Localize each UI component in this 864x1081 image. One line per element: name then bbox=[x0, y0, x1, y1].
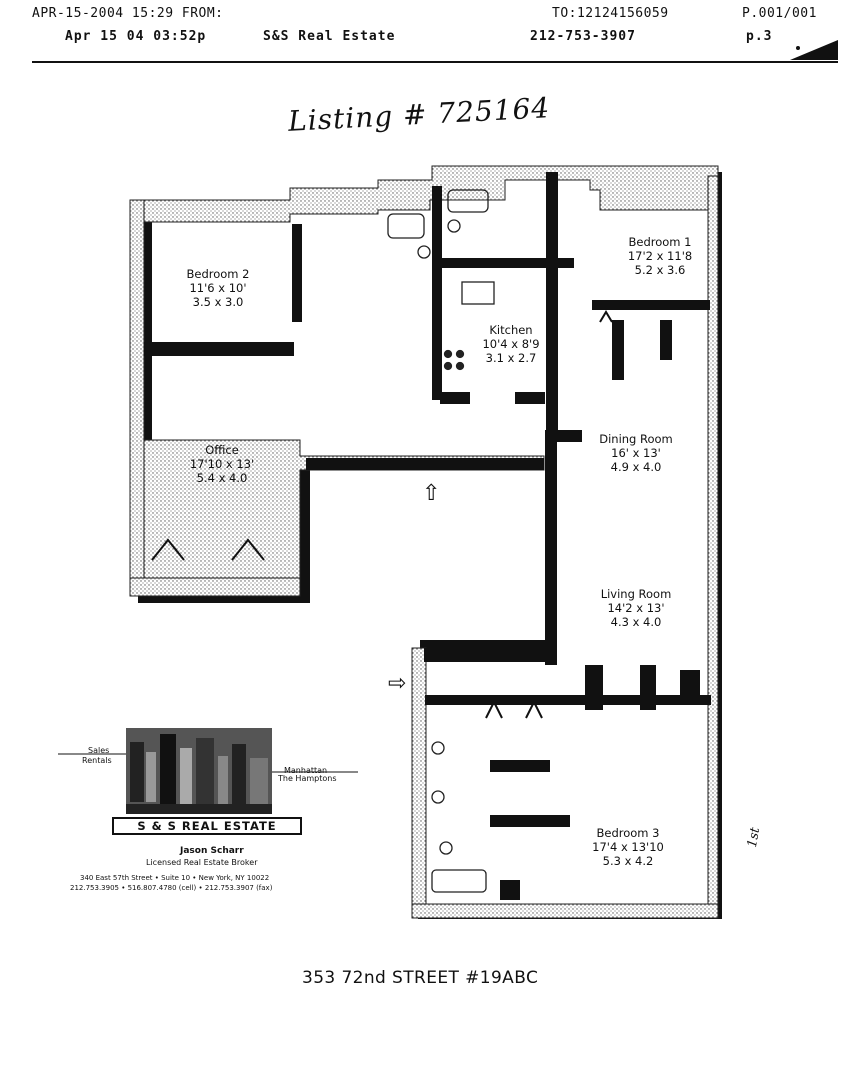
fax-sent-date: Apr 15 04 03:52p bbox=[65, 29, 207, 44]
room-name: Bedroom 2 bbox=[186, 267, 250, 281]
card-agent-title: Licensed Real Estate Broker bbox=[146, 858, 258, 867]
plan-interior-walls bbox=[144, 172, 711, 900]
toilet-icon bbox=[417, 245, 431, 259]
room-size-metric: 4.9 x 4.0 bbox=[610, 460, 662, 474]
card-skyline-photo bbox=[126, 728, 272, 814]
card-label-sales: Sales bbox=[88, 746, 110, 755]
bathtub-icon bbox=[431, 869, 487, 893]
bathtub-icon bbox=[387, 213, 425, 239]
card-brand: S & S REAL ESTATE bbox=[112, 817, 302, 835]
room-size-imperial: 14'2 x 13' bbox=[607, 601, 665, 615]
room-name: Dining Room bbox=[599, 432, 673, 446]
fax-to-number: TO:12124156059 bbox=[552, 6, 669, 21]
entry-arrow-right-icon: ⇨ bbox=[388, 670, 407, 695]
room-size-imperial: 17'10 x 13' bbox=[189, 457, 255, 471]
toilet-icon bbox=[439, 841, 453, 855]
room-office: Office 17'10 x 13' 5.4 x 4.0 bbox=[162, 443, 282, 485]
room-bedroom-2: Bedroom 2 11'6 x 10' 3.5 x 3.0 bbox=[158, 267, 278, 309]
card-agent-name: Jason Scharr bbox=[180, 846, 244, 856]
card-label-manhattan: Manhattan bbox=[284, 766, 328, 775]
fax-company: S&S Real Estate bbox=[263, 29, 396, 44]
room-name: Office bbox=[205, 443, 239, 457]
room-name: Kitchen bbox=[489, 323, 533, 337]
fax-date-from: APR-15-2004 15:29 FROM: bbox=[32, 6, 224, 21]
card-address-line: 340 East 57th Street • Suite 10 • New Yo… bbox=[80, 874, 270, 882]
header-rule bbox=[32, 61, 838, 63]
room-bedroom-1: Bedroom 1 17'2 x 11'8 5.2 x 3.6 bbox=[600, 235, 720, 277]
room-size-metric: 3.1 x 2.7 bbox=[485, 351, 537, 365]
sink-icon bbox=[461, 281, 495, 305]
room-size-imperial: 11'6 x 10' bbox=[189, 281, 247, 295]
toilet-icon bbox=[431, 790, 445, 804]
card-phones-line: 212.753.3905 • 516.807.4780 (cell) • 212… bbox=[70, 884, 273, 892]
fax-page-count: P.001/001 bbox=[742, 6, 817, 21]
room-size-imperial: 10'4 x 8'9 bbox=[482, 337, 540, 351]
room-bedroom-3: Bedroom 3 17'4 x 13'10 5.3 x 4.2 bbox=[568, 826, 688, 868]
toilet-icon bbox=[447, 219, 461, 233]
room-name: Bedroom 3 bbox=[596, 826, 660, 840]
room-size-imperial: 17'4 x 13'10 bbox=[592, 840, 664, 854]
plan-fixtures bbox=[387, 189, 495, 893]
room-size-metric: 4.3 x 4.0 bbox=[610, 615, 662, 629]
room-name: Living Room bbox=[600, 587, 672, 601]
room-size-metric: 3.5 x 3.0 bbox=[192, 295, 244, 309]
room-size-metric: 5.3 x 4.2 bbox=[602, 854, 654, 868]
bathtub-icon bbox=[447, 189, 489, 213]
room-living-room: Living Room 14'2 x 13' 4.3 x 4.0 bbox=[576, 587, 696, 629]
room-size-metric: 5.2 x 3.6 bbox=[634, 263, 686, 277]
plan-outer-walls bbox=[129, 165, 719, 919]
fax-phone: 212-753-3907 bbox=[530, 29, 636, 44]
card-lines bbox=[58, 753, 358, 773]
property-address: 353 72nd STREET #19ABC bbox=[302, 968, 539, 988]
room-name: Bedroom 1 bbox=[628, 235, 692, 249]
card-label-rentals: Rentals bbox=[82, 756, 112, 765]
toilet-icon bbox=[431, 741, 445, 755]
plan-windows bbox=[151, 310, 613, 719]
entry-arrow-up-icon: ⇧ bbox=[422, 480, 441, 505]
room-size-imperial: 17'2 x 11'8 bbox=[627, 249, 693, 263]
header-wedge-mark bbox=[790, 40, 838, 60]
room-size-metric: 5.4 x 4.0 bbox=[196, 471, 248, 485]
room-dining-room: Dining Room 16' x 13' 4.9 x 4.0 bbox=[576, 432, 696, 474]
room-size-imperial: 16' x 13' bbox=[611, 446, 661, 460]
card-label-hamptons: The Hamptons bbox=[278, 774, 337, 783]
fax-page: p.3 bbox=[746, 29, 773, 44]
room-kitchen: Kitchen 10'4 x 8'9 3.1 x 2.7 bbox=[466, 323, 556, 365]
